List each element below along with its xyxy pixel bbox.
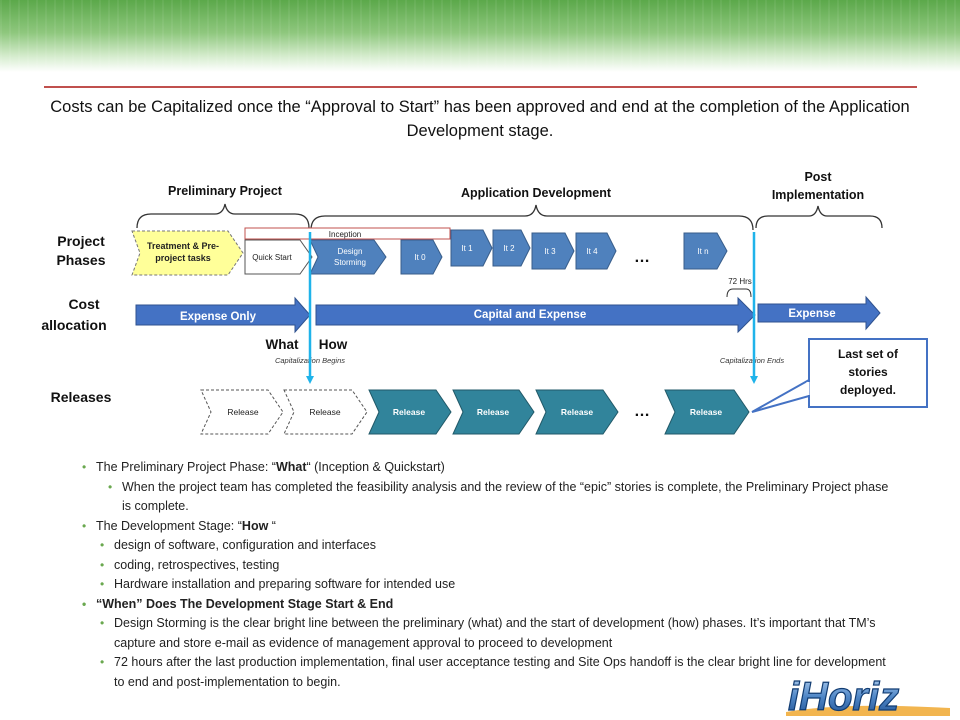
cost-allocation-label-1: Cost (68, 296, 99, 312)
design-storming-chevron (309, 239, 387, 275)
header-banner (0, 0, 960, 72)
inception-label: Inception (329, 230, 361, 239)
release-chevron-1 (200, 389, 284, 435)
bullet-how-emphasis: How (241, 518, 269, 533)
releases-label: Releases (51, 389, 112, 405)
release-label-4: Release (477, 407, 509, 417)
expense-arrow (757, 295, 881, 331)
it4-chevron (575, 232, 617, 270)
expense-only-arrow (135, 296, 311, 334)
release-chevron-5 (535, 389, 619, 435)
callout-line-1: Last set of (838, 347, 899, 361)
quick-start-chevron (244, 239, 313, 275)
it3-chevron (531, 232, 575, 270)
itn-label: It n (697, 247, 708, 256)
application-header: Application Development (461, 186, 612, 200)
inception-bar (244, 227, 451, 240)
release-label-2: Release (309, 407, 340, 417)
callout-line-3: deployed. (840, 383, 896, 397)
bullet-list: The Preliminary Project Phase: “What“ (I… (78, 458, 898, 692)
it0-chevron (400, 239, 443, 275)
preliminary-brace (136, 203, 310, 229)
releases-ellipsis: … (634, 403, 650, 420)
release-label-1: Release (227, 407, 258, 417)
it2-label: It 2 (503, 244, 515, 253)
cap-ends-label: Capitalization Ends (720, 356, 784, 365)
expense-only-label: Expense Only (180, 311, 257, 323)
release-chevron-3 (368, 389, 452, 435)
capital-expense-arrow (315, 296, 756, 334)
treatment-label-1: Treatment & Pre- (147, 241, 219, 251)
callout-box (808, 338, 928, 408)
bullet-development-sub-1: design of software, configuration and in… (96, 536, 898, 556)
design-storming-label-1: Design (338, 247, 363, 256)
72-hrs-bracket (726, 288, 752, 298)
ihoriz-logo: iHoriz (786, 674, 950, 718)
cost-allocation-label-2: allocation (41, 317, 106, 333)
release-label-6: Release (690, 407, 722, 417)
what-label: What (266, 337, 299, 352)
it0-label: It 0 (414, 253, 426, 262)
callout-line-2: stories (848, 365, 888, 379)
release-label-3: Release (393, 407, 425, 417)
quick-start-label: Quick Start (252, 253, 292, 262)
bullet-what-emphasis: What (275, 460, 307, 474)
bullet-when-sub-1: Design Storming is the clear bright line… (96, 614, 898, 653)
release-label-5: Release (561, 407, 593, 417)
phases-ellipsis: … (634, 249, 650, 266)
title-rule (44, 86, 917, 88)
post-header-line2: Implementation (772, 188, 864, 202)
capital-expense-label: Capital and Expense (474, 309, 586, 321)
bullet-preliminary-sub: When the project team has completed the … (104, 478, 898, 517)
application-brace (310, 204, 754, 231)
bullet-when-sub-2: 72 hours after the last production imple… (96, 653, 898, 692)
project-phases-label-2: Phases (56, 252, 105, 268)
it1-label: It 1 (461, 244, 473, 253)
bullet-development-sub-2: coding, retrospectives, testing (96, 556, 898, 576)
itn-chevron (683, 232, 728, 270)
bullet-when: “When” Does The Development Stage Start … (78, 595, 898, 615)
it2-chevron (492, 229, 531, 267)
release-chevron-4 (452, 389, 535, 435)
treatment-chevron (131, 230, 244, 276)
project-phases-label-1: Project (57, 233, 105, 249)
it4-label: It 4 (586, 247, 598, 256)
post-header-line1: Post (804, 170, 832, 184)
bullet-development-sub-3: Hardware installation and preparing soft… (96, 575, 898, 595)
post-brace (755, 205, 883, 229)
expense-label: Expense (788, 308, 835, 320)
design-storming-label-2: Storming (334, 258, 366, 267)
how-label: How (319, 337, 348, 352)
bullet-preliminary: The Preliminary Project Phase: “What“ (I… (78, 458, 898, 478)
headline: Costs can be Capitalized once the “Appro… (50, 98, 910, 140)
72-hrs-label: 72 Hrs (728, 277, 752, 286)
callout-pointer (751, 378, 810, 413)
it1-chevron (450, 229, 493, 267)
bullet-development: The Development Stage: “How “ (78, 517, 898, 537)
preliminary-header: Preliminary Project (168, 184, 283, 198)
it3-label: It 3 (544, 247, 556, 256)
treatment-label-2: project tasks (155, 253, 211, 263)
release-chevron-2 (283, 389, 368, 435)
svg-text:iHoriz: iHoriz (788, 675, 899, 718)
release-chevron-6 (664, 389, 750, 435)
